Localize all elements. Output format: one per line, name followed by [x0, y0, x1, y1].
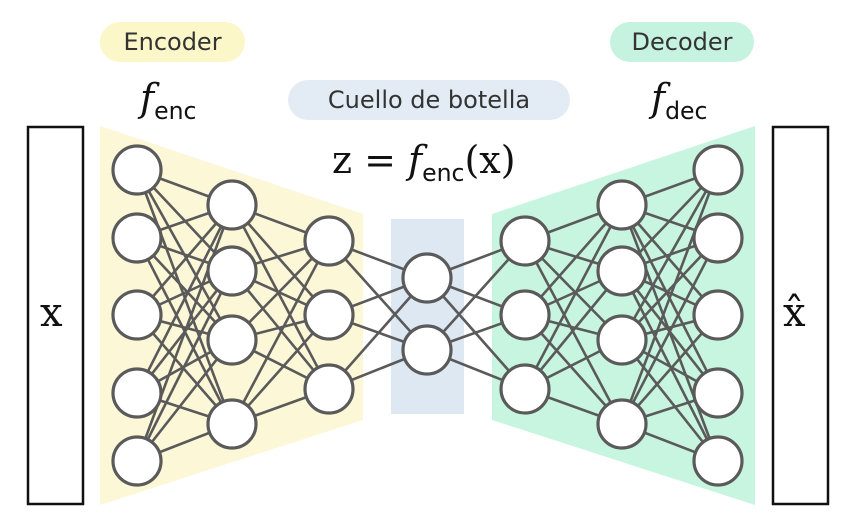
connection-line: [620, 339, 720, 462]
bottleneck-region: [391, 219, 464, 414]
output-label: x̂: [783, 290, 806, 336]
neuron-node-layer-2: [206, 314, 258, 366]
connection-line: [620, 169, 720, 425]
neuron-node-layer-7: [692, 435, 744, 487]
neuron-node-layer-4: [401, 252, 453, 304]
neuron-node-layer-1: [111, 212, 163, 264]
neuron-node-layer-7: [692, 212, 744, 264]
decoder-function-label: fdec: [651, 76, 708, 126]
neuron-node-layer-7: [692, 367, 744, 419]
input-vector-box: [26, 125, 85, 506]
neuron-node-layer-4: [401, 324, 453, 376]
neuron-node-layer-3: [303, 289, 355, 341]
neuron-node-layer-6: [596, 398, 648, 450]
connection-line: [620, 169, 720, 341]
connection-line: [135, 204, 234, 462]
neuron-node-layer-6: [596, 314, 648, 366]
connection-line: [523, 204, 624, 390]
neuron-node-layer-1: [111, 289, 163, 341]
connection-line: [230, 240, 331, 425]
latent-equation: z = fenc(x): [332, 138, 516, 188]
neuron-node-layer-6: [596, 245, 648, 297]
connection-line: [135, 339, 234, 462]
neuron-node-layer-2: [206, 179, 258, 231]
output-vector-box: [771, 125, 830, 506]
connection-line: [135, 204, 234, 394]
connection-line: [230, 204, 331, 390]
encoder-label: Encoder: [100, 22, 245, 62]
decoder-label: Decoder: [610, 22, 754, 62]
neuron-node-layer-1: [111, 435, 163, 487]
neuron-node-layer-5: [499, 363, 551, 415]
connection-line: [620, 237, 720, 425]
neuron-node-layer-2: [206, 398, 258, 450]
neuron-node-layer-7: [692, 144, 744, 196]
input-label: x: [40, 290, 63, 336]
neuron-node-layer-6: [596, 179, 648, 231]
neuron-node-layer-2: [206, 245, 258, 297]
neurons: [111, 144, 744, 487]
neuron-node-layer-5: [499, 215, 551, 267]
connection-line: [135, 270, 234, 462]
neuron-node-layer-1: [111, 367, 163, 419]
encoder-function-label: fenc: [140, 76, 197, 126]
connection-line: [523, 240, 624, 425]
neuron-node-layer-1: [111, 144, 163, 196]
neuron-node-layer-7: [692, 289, 744, 341]
neuron-node-layer-5: [499, 289, 551, 341]
neuron-node-layer-3: [303, 363, 355, 415]
bottleneck-label: Cuello de botella: [288, 80, 570, 120]
neuron-node-layer-3: [303, 215, 355, 267]
